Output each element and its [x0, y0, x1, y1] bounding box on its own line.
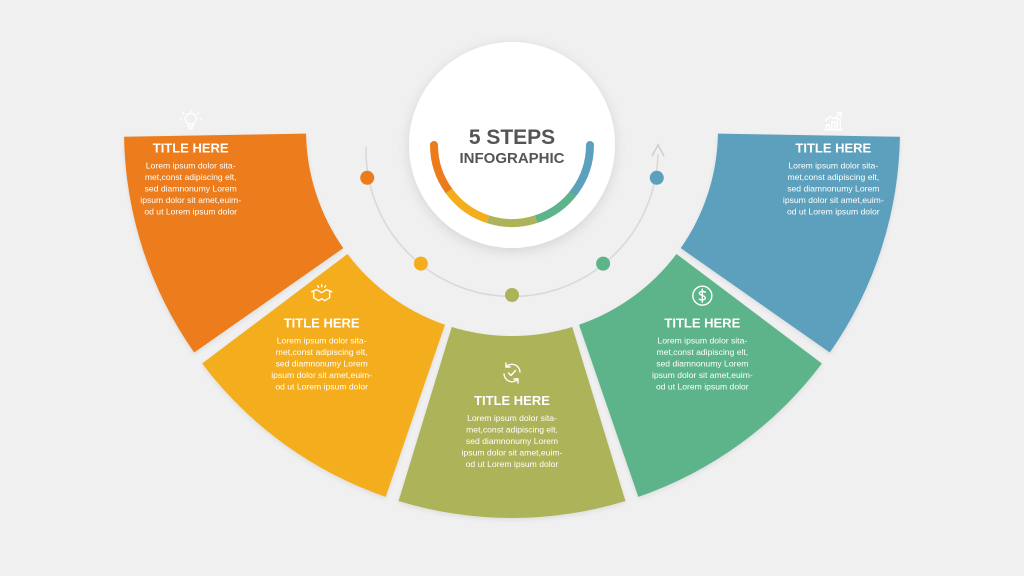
connector-dot-3 — [505, 288, 519, 302]
step-body-line: sed diamnonumy Lorem — [466, 436, 558, 446]
arrow-head-icon — [651, 143, 665, 157]
step-body-line: Lorem ipsum dolor sita- — [788, 161, 878, 171]
connector-dot-1 — [360, 170, 375, 185]
step-body-line: ipsum dolor sit amet,euim- — [140, 195, 241, 205]
step-body-line: od ut Lorem ipsum dolor — [787, 207, 880, 217]
connector-dot-5 — [649, 170, 664, 185]
step-title: TITLE HERE — [664, 316, 740, 331]
step-3-content: TITLE HERE Lorem ipsum dolor sita-met,con… — [462, 362, 563, 469]
step-body-line: met,const adipiscing elt, — [787, 172, 879, 182]
step-body-line: met,const adipiscing elt, — [145, 172, 237, 182]
step-body-line: od ut Lorem ipsum dolor — [275, 382, 368, 392]
segments-group — [124, 133, 900, 518]
step-body-line: ipsum dolor sit amet,euim- — [271, 370, 372, 380]
segment-1 — [124, 133, 344, 353]
center-circle — [409, 42, 615, 248]
step-body-line: od ut Lorem ipsum dolor — [466, 459, 559, 469]
step-body-line: Lorem ipsum dolor sita- — [277, 336, 367, 346]
connector-dot-4 — [596, 256, 611, 271]
step-4-content: TITLE HERE Lorem ipsum dolor sita-met,con… — [652, 285, 753, 392]
refresh-check-icon — [503, 362, 521, 384]
step-title: TITLE HERE — [474, 393, 550, 408]
step-body-line: ipsum dolor sit amet,euim- — [652, 370, 753, 380]
step-title: TITLE HERE — [284, 316, 360, 331]
step-title: TITLE HERE — [795, 141, 871, 156]
step-body-line: sed diamnonumy Lorem — [276, 359, 368, 369]
growth-chart-icon — [823, 112, 844, 131]
step-body-line: sed diamnonumy Lorem — [145, 184, 237, 194]
center-arc-segment-5 — [571, 141, 594, 195]
step-body-line: Lorem ipsum dolor sita- — [146, 161, 236, 171]
step-body-line: ipsum dolor sit amet,euim- — [462, 448, 563, 458]
center-progress-arc — [430, 141, 594, 227]
step-body-line: od ut Lorem ipsum dolor — [656, 382, 749, 392]
step-body-line: Lorem ipsum dolor sita- — [657, 336, 747, 346]
segment-5 — [680, 133, 900, 353]
handshake-icon — [310, 284, 333, 302]
center-arc-segment-3 — [486, 215, 538, 227]
segment-2 — [202, 253, 445, 497]
connector-dots — [360, 170, 664, 302]
step-5-content: TITLE HERE Lorem ipsum dolor sita-met,con… — [783, 112, 884, 217]
step-body-line: met,const adipiscing elt, — [656, 347, 748, 357]
segment-labels: TITLE HERE Lorem ipsum dolor sita-met,con… — [140, 109, 884, 469]
center-subtitle: INFOGRAPHIC — [460, 150, 565, 167]
center-badge: 5 STEPS INFOGRAPHIC — [409, 42, 615, 248]
step-1-content: TITLE HERE Lorem ipsum dolor sita-met,con… — [140, 109, 241, 217]
lightbulb-icon — [178, 109, 203, 130]
step-body-line: Lorem ipsum dolor sita- — [467, 413, 557, 423]
step-body-line: sed diamnonumy Lorem — [787, 184, 879, 194]
segment-4 — [579, 253, 822, 497]
center-arc-segment-2 — [445, 188, 490, 223]
center-title: 5 STEPS — [469, 126, 555, 149]
segment-3 — [398, 326, 626, 518]
step-body-line: od ut Lorem ipsum dolor — [144, 207, 237, 217]
step-body-line: met,const adipiscing elt, — [276, 347, 368, 357]
step-2-content: TITLE HERE Lorem ipsum dolor sita-met,con… — [271, 284, 372, 392]
connector-dot-2 — [413, 256, 428, 271]
step-title: TITLE HERE — [153, 141, 229, 156]
step-body-line: met,const adipiscing elt, — [466, 425, 558, 435]
step-body-line: ipsum dolor sit amet,euim- — [783, 195, 884, 205]
step-body-line: sed diamnonumy Lorem — [656, 359, 748, 369]
center-arc-segment-1 — [430, 141, 453, 195]
dollar-coin-icon — [692, 285, 713, 306]
